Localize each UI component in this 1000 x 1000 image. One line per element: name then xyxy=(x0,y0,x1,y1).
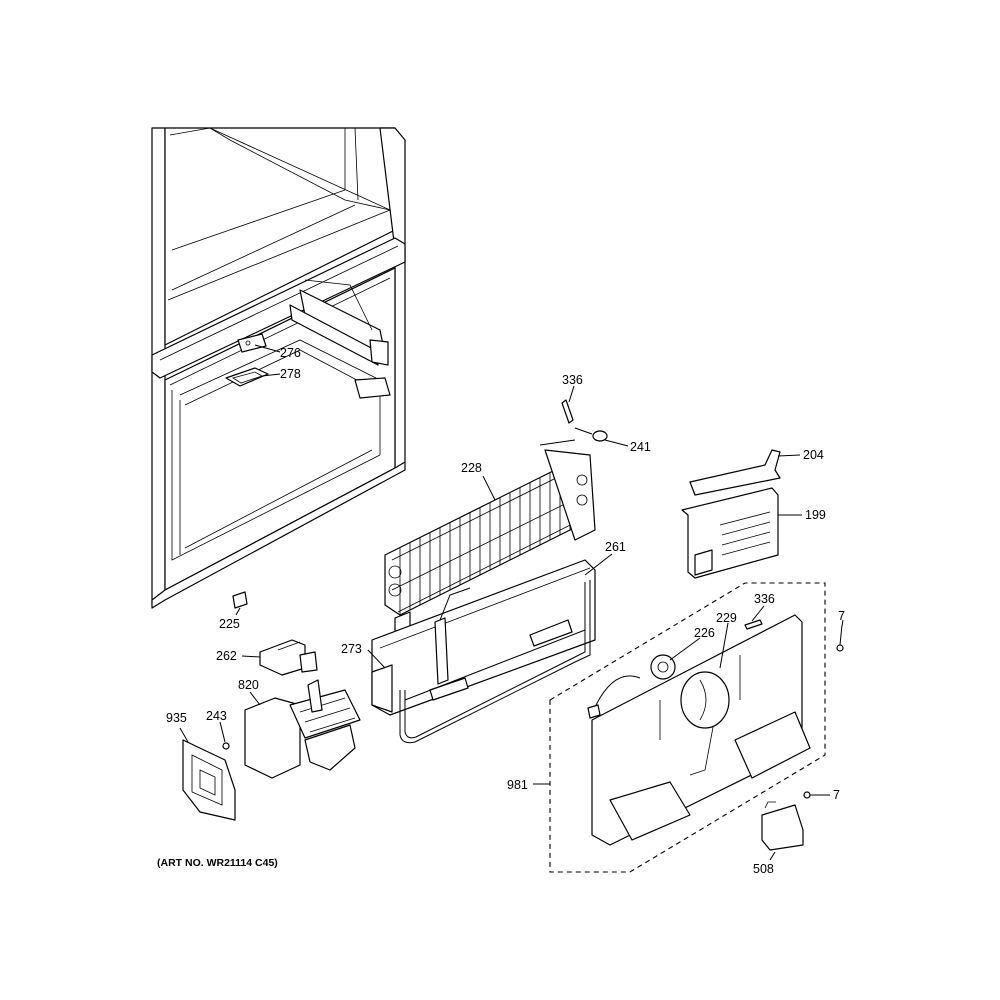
part-229-fan-blade xyxy=(680,671,730,729)
callout-226: 226 xyxy=(694,626,715,640)
part-199-duct xyxy=(681,487,779,579)
callout-199: 199 xyxy=(805,508,826,522)
callout-243: 243 xyxy=(206,709,227,723)
callout-7-a: 7 xyxy=(838,609,845,623)
part-336-fuse xyxy=(561,399,574,424)
callout-273: 273 xyxy=(341,642,362,656)
part-204-tube xyxy=(689,449,781,496)
callout-820: 820 xyxy=(238,678,259,692)
callout-981: 981 xyxy=(507,778,528,792)
part-262-bracket xyxy=(259,639,318,676)
part-243-screw xyxy=(222,742,230,750)
callout-225: 225 xyxy=(219,617,240,631)
callout-336-b: 336 xyxy=(754,592,775,606)
part-7-screw-a xyxy=(836,624,844,652)
callout-276: 276 xyxy=(280,346,301,360)
callout-228: 228 xyxy=(461,461,482,475)
part-981-fan-cover xyxy=(587,614,811,846)
leader-lines xyxy=(179,344,844,861)
part-273-cover xyxy=(371,559,596,716)
part-935-bracket xyxy=(182,739,236,821)
part-226-motor xyxy=(650,654,676,680)
callout-241: 241 xyxy=(630,440,651,454)
part-508-cover xyxy=(761,801,804,851)
callout-508: 508 xyxy=(753,862,774,876)
part-336-fuse-b xyxy=(744,619,763,630)
part-228-evaporator xyxy=(384,439,596,636)
callout-278: 278 xyxy=(280,367,301,381)
part-241-thermostat xyxy=(574,427,608,442)
callout-935: 935 xyxy=(166,711,187,725)
freezer-liner xyxy=(151,127,406,609)
callout-204: 204 xyxy=(803,448,824,462)
part-820-icemaker xyxy=(244,679,361,779)
callout-229: 229 xyxy=(716,611,737,625)
callout-336-a: 336 xyxy=(562,373,583,387)
part-261-heater xyxy=(399,580,591,744)
callout-7-b: 7 xyxy=(833,788,840,802)
part-276-sensor xyxy=(237,333,267,353)
callout-261: 261 xyxy=(605,540,626,554)
assembly-981-boundary xyxy=(549,582,826,873)
callout-262: 262 xyxy=(216,649,237,663)
part-225-switch xyxy=(232,591,248,609)
part-7-screw-b xyxy=(803,791,818,799)
art-number: (ART NO. WR21114 C45) xyxy=(157,857,278,869)
